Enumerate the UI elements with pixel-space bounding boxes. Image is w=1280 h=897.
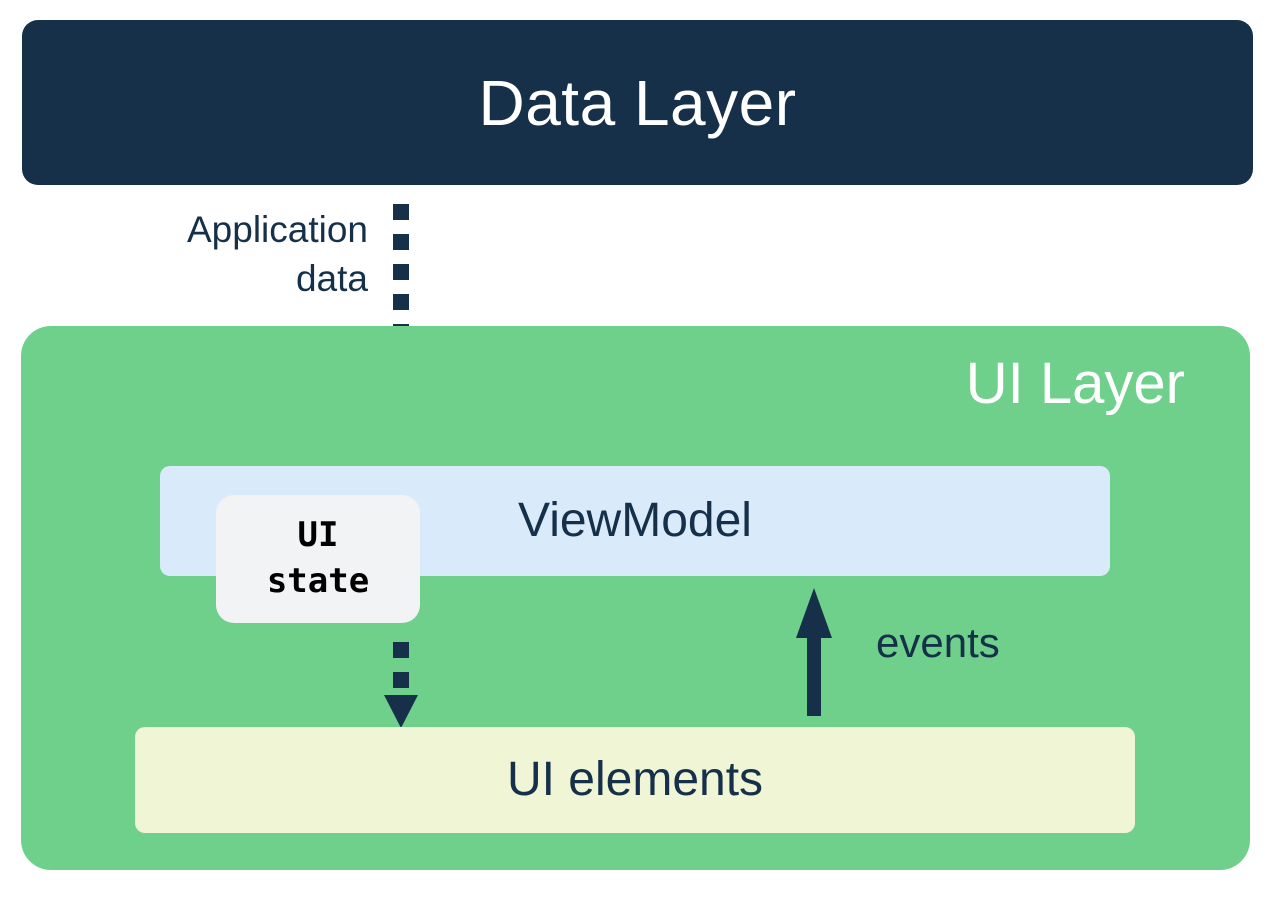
ui-state-line-1: UI [297,515,339,556]
ui-elements-label: UI elements [506,753,764,806]
ui-state-arrow [384,642,418,728]
application-data-label-line2: data [295,258,368,300]
ui-layer-label: UI Layer [965,351,1185,416]
ui-state-line-2: state [266,561,370,601]
ui-elements-box: UI elements [135,727,1135,833]
data-layer-label: Data Layer [478,66,797,139]
viewmodel-label: ViewModel [518,494,752,547]
application-data-label-line1: Application [186,209,368,250]
data-layer-box: Data Layer [22,20,1253,185]
events-arrow [796,588,832,716]
ui-state-chip: UI state [216,495,420,623]
application-data-label: Application data [110,205,368,303]
events-label: events [876,619,1000,666]
